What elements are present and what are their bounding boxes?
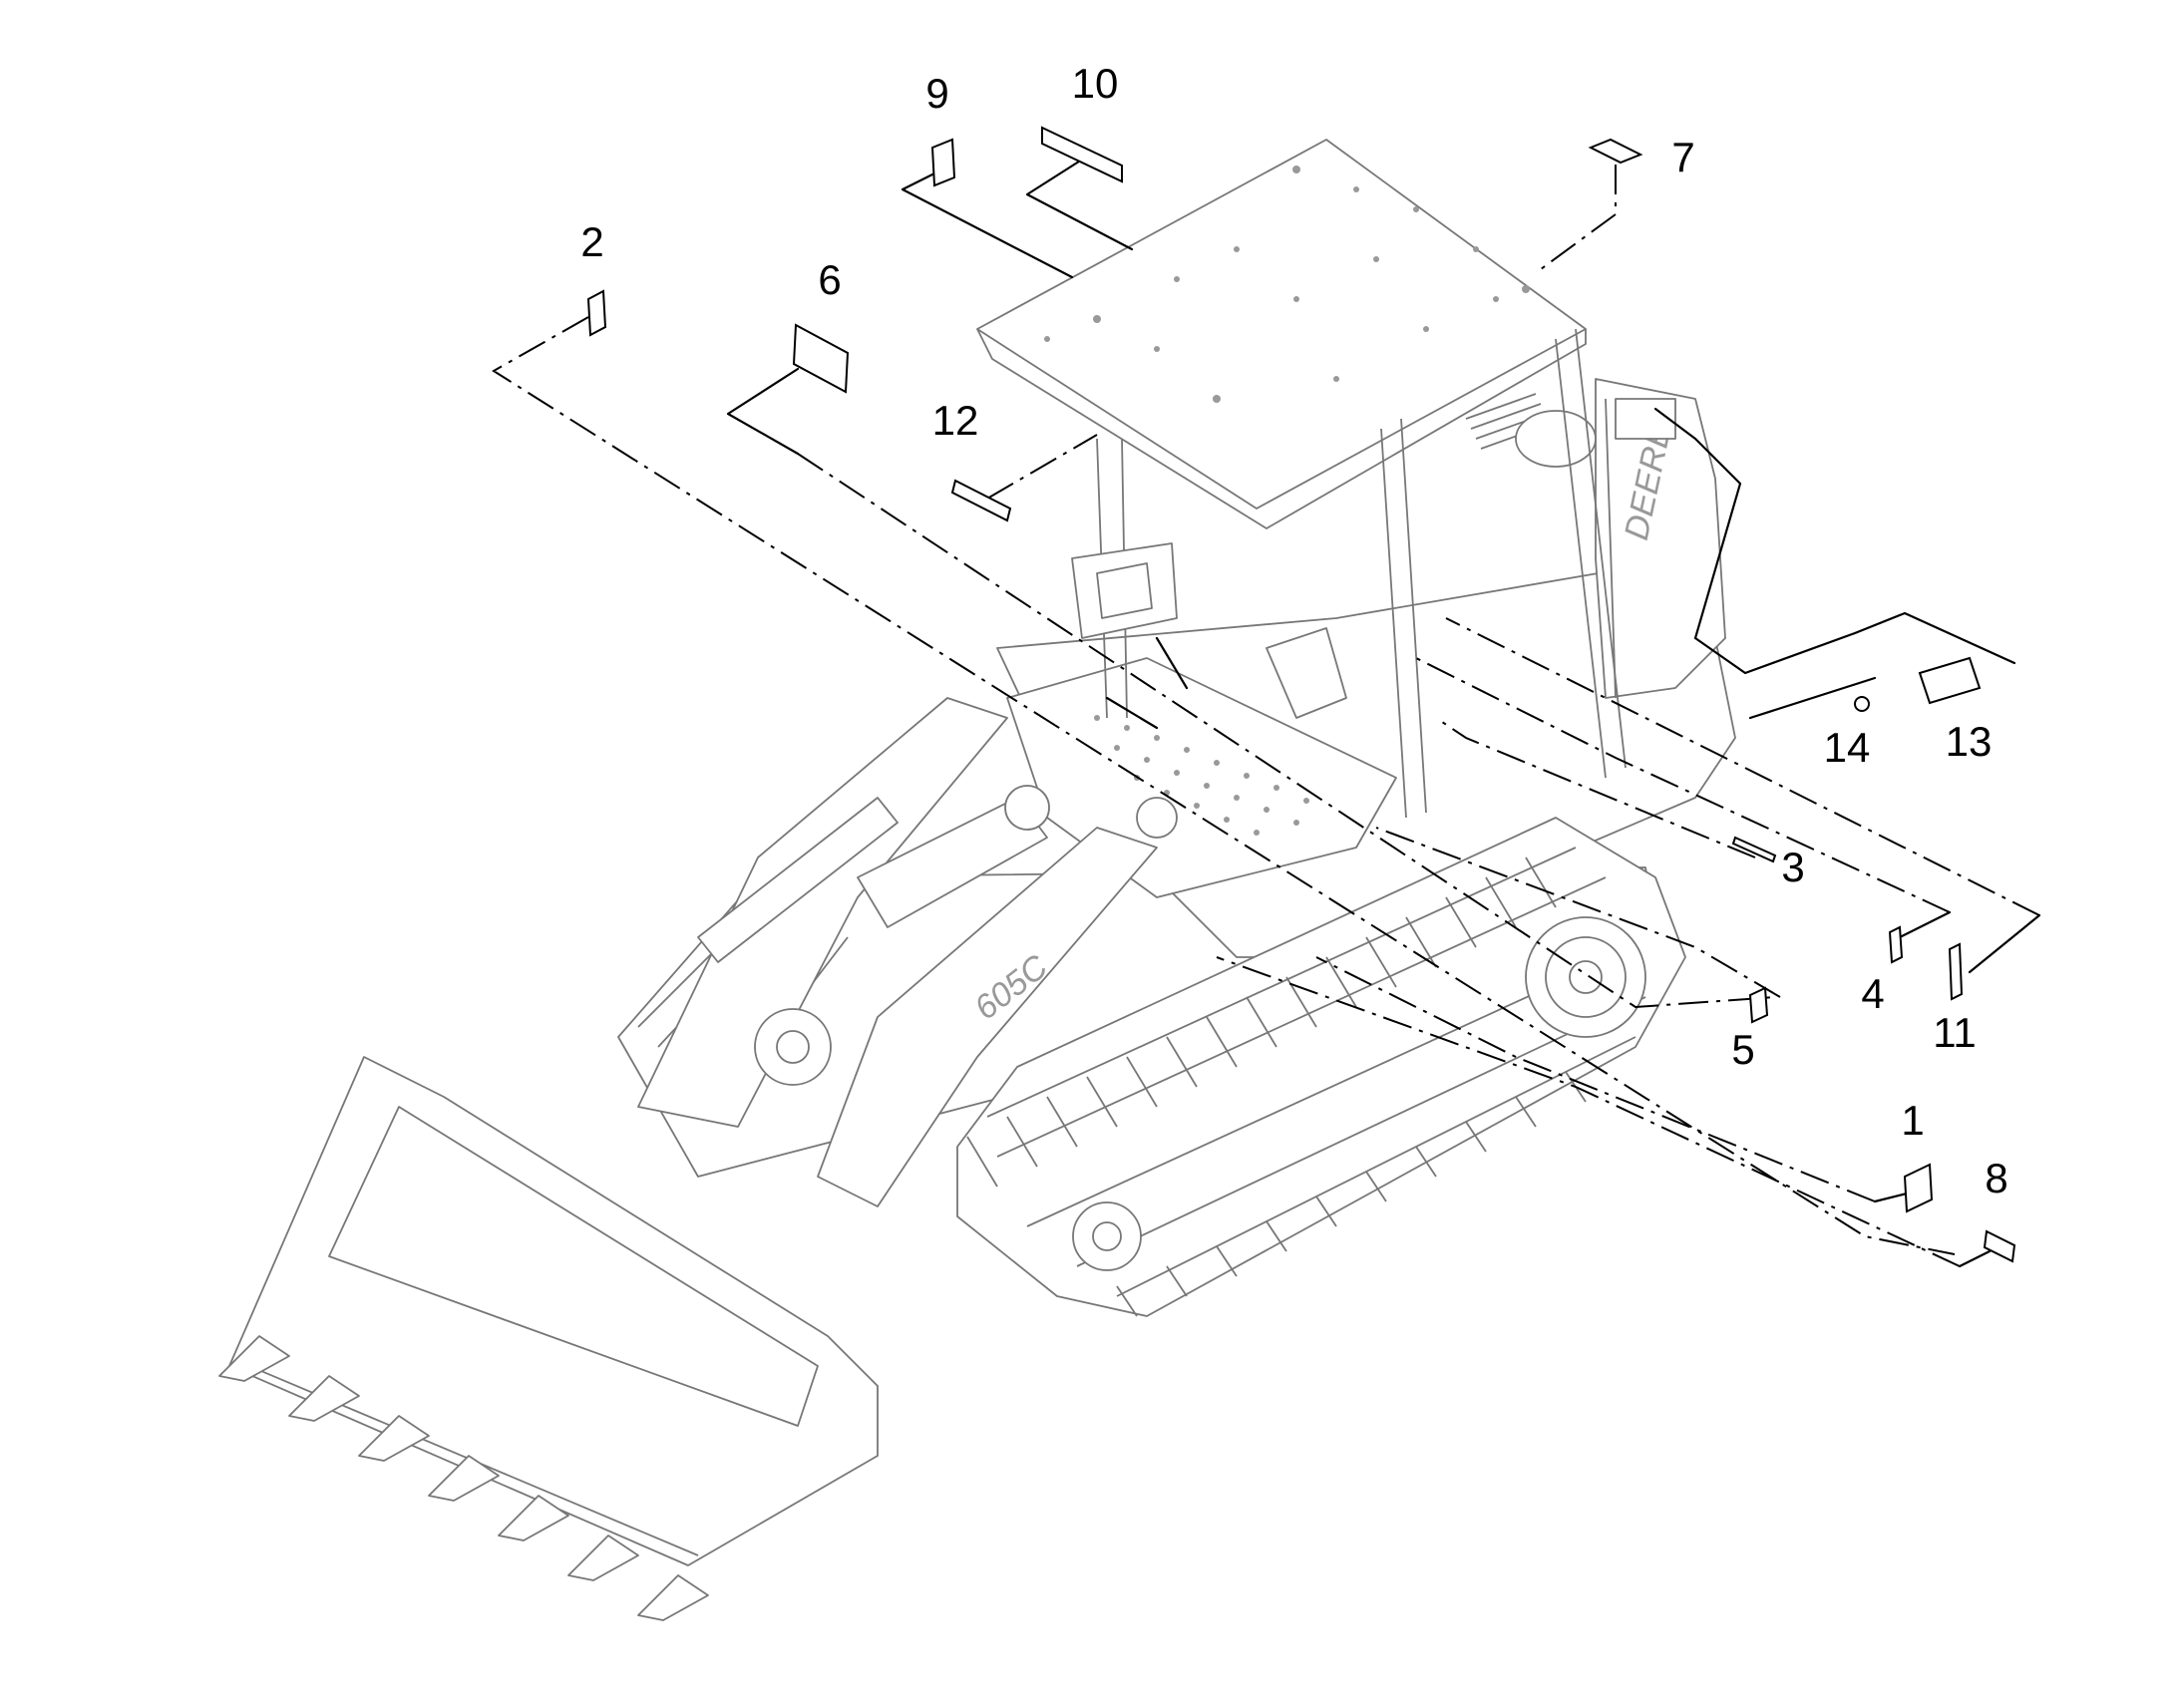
callout-1: 1 (1901, 1097, 1924, 1144)
rops-canopy (976, 139, 1627, 819)
decal-6-tag (792, 323, 850, 394)
callout-4: 4 (1861, 970, 1884, 1017)
decal-13-tag (1918, 656, 1982, 705)
decal-10-tag (1041, 126, 1123, 183)
decal-7-tag (1588, 138, 1643, 165)
leader-10 (1025, 158, 1134, 251)
leader-12 (986, 434, 1098, 500)
leader-6 (726, 367, 800, 456)
decal-8-tag (1983, 1229, 2016, 1263)
callout-9: 9 (925, 70, 948, 117)
decal-9-tag (930, 138, 956, 187)
leader-13b (1693, 611, 2016, 675)
front-track (956, 817, 1686, 1317)
leader-11 (1968, 913, 2041, 974)
callout-11: 11 (1933, 1009, 1977, 1056)
decal-14-fastener (1854, 696, 1870, 712)
decal-3-tag (1731, 836, 1777, 863)
bucket (218, 1056, 879, 1621)
decal-12-tag (950, 479, 1012, 522)
leader-3 (1435, 717, 1756, 858)
callout-3: 3 (1781, 844, 1804, 890)
decal-4-tag (1888, 925, 1904, 964)
leader-2 (492, 316, 1956, 1255)
decal-tags (586, 126, 2016, 1263)
decal-5-tag (1748, 986, 1769, 1024)
callout-2: 2 (580, 218, 603, 265)
callout-numbers: 1 2 3 4 5 6 7 8 9 10 11 12 13 14 (580, 60, 2007, 1201)
callout-7: 7 (1671, 134, 1694, 180)
decal-2-tag (586, 289, 607, 337)
callout-12: 12 (932, 397, 979, 444)
operator-seat (1071, 542, 1347, 719)
leader-13 (1748, 676, 1877, 720)
decal-1-tag (1903, 1163, 1934, 1213)
leader-4 (1898, 910, 1952, 939)
callout-13: 13 (1946, 718, 1993, 765)
callout-8: 8 (1985, 1155, 2007, 1201)
callout-5: 5 (1731, 1026, 1754, 1073)
callout-10: 10 (1072, 60, 1119, 107)
leader-9 (901, 168, 1074, 279)
leader-7 (1540, 165, 1617, 270)
leader-5 (1375, 827, 1781, 998)
callout-14: 14 (1824, 724, 1871, 771)
decal-11-tag (1948, 942, 1964, 1001)
callout-6: 6 (818, 256, 841, 303)
leader-8 (1958, 1249, 1992, 1268)
leader-lines (492, 158, 2041, 1268)
track-loader-drawing: DEERE (218, 139, 1736, 1621)
loader-linkage: 605C (637, 697, 1178, 1207)
